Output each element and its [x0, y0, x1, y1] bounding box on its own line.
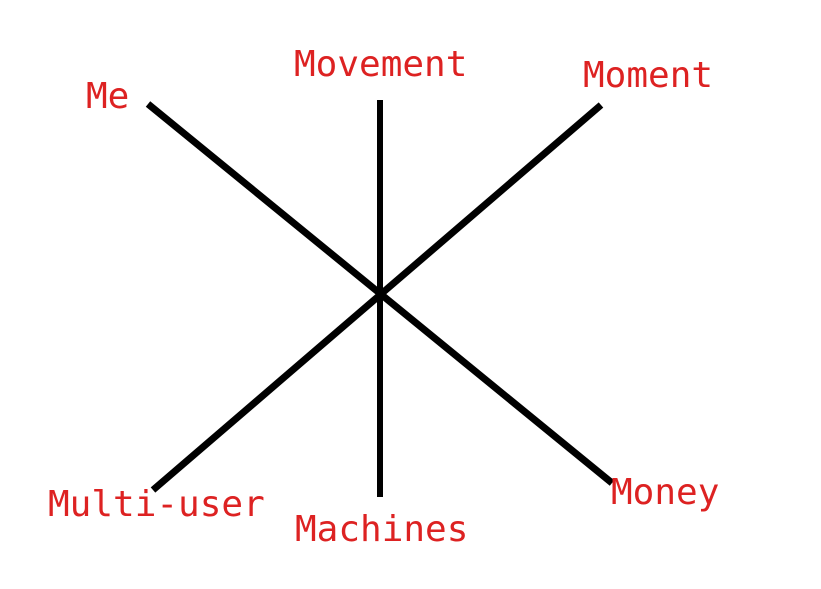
spoke-line-diagonal-sw-ne — [150, 102, 604, 493]
label-multi-user: Multi-user — [48, 484, 265, 525]
label-machines: Machines — [295, 509, 469, 550]
label-me: Me — [86, 76, 130, 117]
label-movement: Movement — [294, 44, 468, 85]
label-money: Money — [611, 472, 720, 513]
label-moment: Moment — [583, 55, 714, 96]
